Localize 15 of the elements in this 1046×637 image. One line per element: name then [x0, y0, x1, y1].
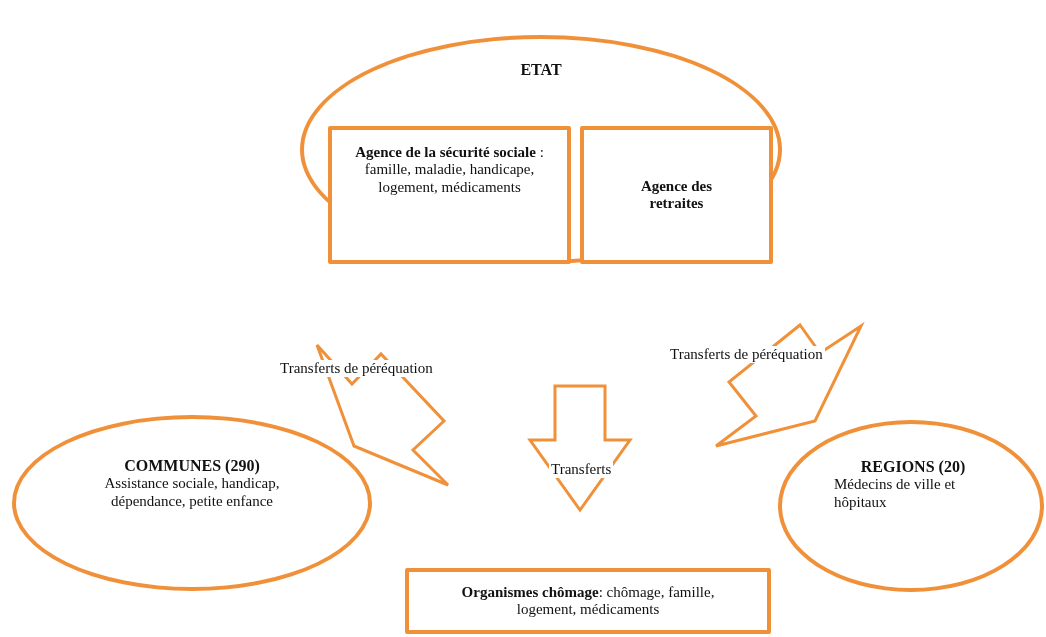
node-title: Agence de la sécurité sociale : famille, maladie, handicape, logement, médicaments: [354, 144, 545, 196]
node-title: Agence des retraites: [639, 177, 714, 213]
node-title: COMMUNES (290): [123, 457, 261, 476]
node-title: ETAT: [519, 61, 563, 80]
ellipse-node: [300, 35, 782, 264]
rectangle-node: [405, 568, 771, 634]
node-title: Organismes chômage: chômage, famille, logement, médicaments: [460, 583, 716, 619]
node-description: Médecins de ville et hôpitaux: [834, 476, 957, 511]
arrow-caption: Transferts: [549, 461, 614, 479]
rectangle-node: [580, 126, 773, 264]
arrow-caption: Transferts de péréquation: [668, 346, 825, 364]
node-title: REGIONS (20): [859, 458, 967, 477]
node-description: Assistance sociale, handicap, dépendance, petite enfance: [103, 475, 281, 510]
rectangle-node: [328, 126, 571, 264]
arrow-caption: Transferts de péréquation: [278, 360, 435, 378]
